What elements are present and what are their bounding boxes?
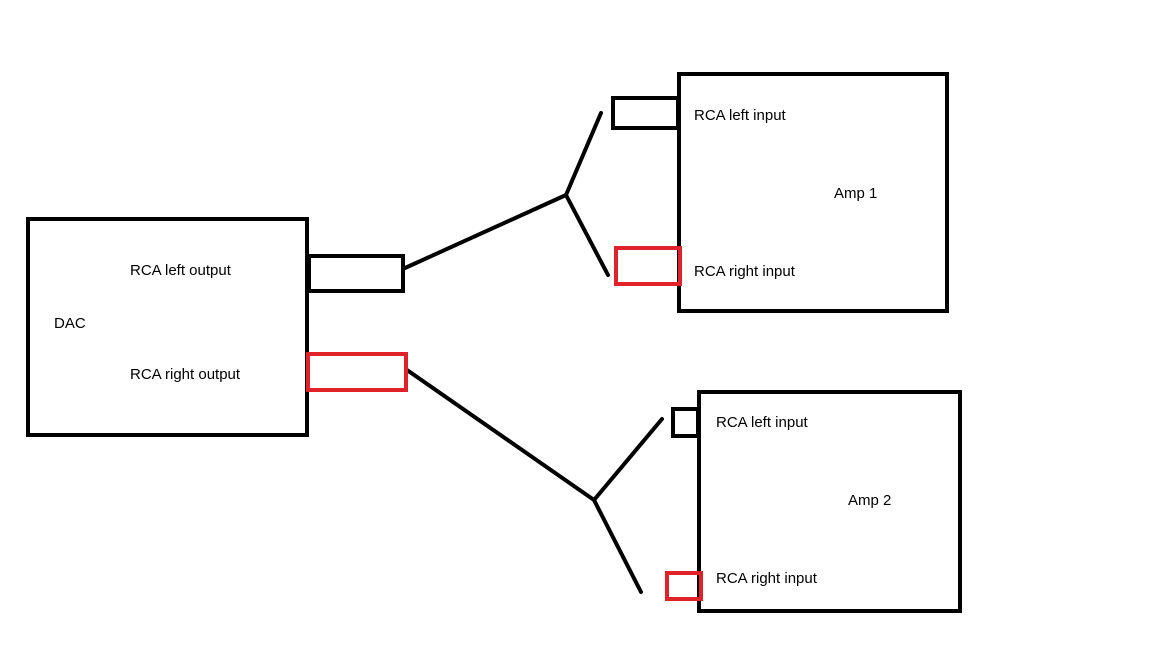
dac-box [26,217,309,437]
amp2-left-input-jack [671,407,700,438]
amp2-right-input-label: RCA right input [716,570,817,587]
dac-left-output-jack [307,254,405,293]
right-cable-branch-to-amp2-left [592,417,664,502]
amp1-label: Amp 1 [834,185,878,202]
amp1-box [677,72,949,313]
dac-label: DAC [54,315,86,332]
amp1-right-input-label: RCA right input [694,263,795,280]
amp2-left-input-label: RCA left input [716,414,808,431]
right-cable-branch-to-amp2-right [592,498,643,594]
left-cable-trunk [403,193,568,270]
dac-left-output-label: RCA left output [130,262,231,279]
amp2-label: Amp 2 [848,492,892,509]
amp2-box [697,390,962,613]
dac-right-output-label: RCA right output [130,366,241,383]
amp2-right-input-jack [665,571,703,601]
dac-right-output-jack [306,352,408,392]
left-cable-branch-to-amp1-right [564,193,610,277]
right-cable-trunk [405,368,596,502]
amp1-right-input-jack [614,246,682,286]
left-cable-branch-to-amp1-left [564,111,603,197]
amp1-left-input-jack [611,96,680,130]
amp1-left-input-label: RCA left input [694,107,786,124]
